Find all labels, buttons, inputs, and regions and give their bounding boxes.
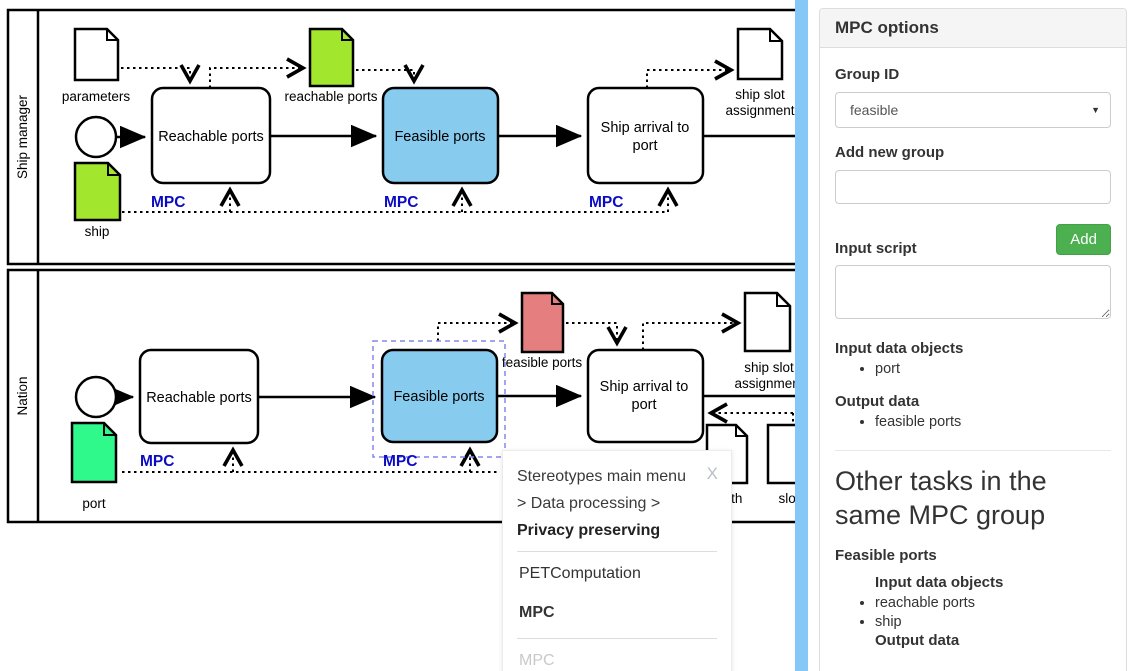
doc-label: assignment [734, 376, 796, 391]
menu-item-mpc[interactable]: MPC [519, 603, 555, 621]
mpc-stereotype-label: MPC [151, 194, 185, 211]
section-divider [835, 450, 1111, 451]
options-sidebar: MPC options Group ID feasible ▼ Add new … [808, 0, 1137, 671]
task-reachable-ports-pool1[interactable]: Reachable ports [150, 86, 272, 185]
diagram-canvas[interactable]: Ship manager [0, 0, 840, 671]
associations-pool1 [121, 57, 735, 213]
mpc-stereotype-label: MPC [140, 453, 174, 470]
list-item: ship [875, 614, 1111, 630]
task-feasible-ports-pool2[interactable]: Feasible ports [380, 348, 499, 444]
breadcrumb-current: Privacy preserving [517, 522, 661, 540]
breadcrumb-root[interactable]: Stereotypes main menu > [517, 468, 686, 513]
other-task-name: Feasible ports [835, 546, 937, 564]
lane-label-ship-manager: Ship manager [15, 94, 30, 179]
task-label: Feasible ports [393, 389, 484, 405]
task-feasible-ports-pool1[interactable]: Feasible ports [381, 86, 500, 185]
doc-ship-slot-assignment-pool2[interactable]: ship slot assignment [734, 291, 804, 391]
output-data-list: feasible ports [835, 414, 1111, 430]
sequence-flows-pool1 [117, 124, 800, 149]
selection-outline [372, 340, 506, 458]
task-ship-arrival-pool1[interactable]: Ship arrival to port [586, 86, 705, 185]
breadcrumb-mid[interactable]: Data processing > [530, 495, 661, 513]
add-group-label: Add new group [835, 144, 945, 161]
breadcrumb: Stereotypes main menu > Data processing … [517, 463, 717, 545]
doc-reachable-ports[interactable]: reachable ports [284, 27, 378, 104]
task-label: Reachable ports [158, 129, 264, 145]
pool-ship-manager: Ship manager [6, 8, 840, 266]
task-label: Feasible ports [394, 129, 485, 145]
stereotype-popup: X Stereotypes main menu > Data processin… [502, 450, 732, 671]
doc-label: ship [85, 224, 110, 239]
new-group-input[interactable] [835, 170, 1111, 204]
other-task-input-label: Input data objects [875, 573, 1004, 591]
input-data-objects-label: Input data objects [835, 340, 964, 357]
input-data-objects-list: port [835, 361, 1111, 377]
add-button[interactable]: Add [1056, 224, 1111, 255]
start-event-pool1[interactable] [74, 115, 118, 159]
doc-port[interactable]: port [70, 421, 118, 511]
panel-title: MPC options [820, 9, 1126, 48]
output-data-label: Output data [835, 393, 920, 410]
lane-label-nation: Nation [15, 376, 30, 415]
close-icon[interactable]: X [706, 464, 718, 483]
task-label: Ship arrival to [600, 379, 689, 395]
doc-label: port [82, 496, 106, 511]
associations-pool2 [122, 312, 794, 473]
input-script-label: Input script [835, 240, 917, 257]
doc-ship[interactable]: ship [73, 161, 122, 239]
chevron-down-icon: ▼ [1091, 105, 1100, 115]
mpc-stereotype-label: MPC [589, 194, 623, 211]
doc-parameters[interactable]: parameters [62, 27, 131, 104]
menu-item-petcomputation[interactable]: PETComputation [519, 564, 641, 582]
start-event-pool2[interactable] [74, 375, 118, 419]
group-id-select[interactable]: feasible ▼ [835, 92, 1111, 128]
task-label: port [632, 397, 657, 413]
other-task-output-label: Output data [875, 631, 960, 649]
group-id-value: feasible [850, 102, 899, 118]
doc-label: feasible ports [502, 355, 583, 370]
sequence-flows-pool2 [108, 384, 800, 409]
task-label: Ship arrival to [601, 120, 690, 136]
list-item: feasible ports [875, 414, 1111, 430]
task-ship-arrival-pool2[interactable]: Ship arrival to port [586, 348, 705, 444]
mpc-options-panel: MPC options Group ID feasible ▼ Add new … [819, 8, 1127, 671]
group-id-label: Group ID [835, 66, 900, 83]
input-script-textarea[interactable] [835, 265, 1111, 319]
other-task-input-list: reachable ports ship [835, 595, 1111, 630]
doc-label: slot [778, 491, 796, 506]
task-reachable-ports-pool2[interactable]: Reachable ports [138, 348, 260, 445]
doc-feasible-ports[interactable]: feasible ports [502, 291, 583, 370]
doc-label: ship slot [744, 360, 794, 375]
doc-label: reachable ports [284, 89, 377, 104]
other-tasks-heading: Other tasks in the same MPC group [835, 466, 1047, 530]
list-item: port [875, 361, 1111, 377]
mpc-stereotype-label: MPC [383, 453, 417, 470]
task-label: Reachable ports [146, 390, 252, 406]
splitter-bar[interactable] [795, 0, 808, 671]
doc-label: parameters [62, 89, 131, 104]
list-item: reachable ports [875, 595, 1111, 611]
doc-label: assignment [725, 103, 794, 118]
task-label: port [633, 138, 658, 154]
menu-item-mpc-disabled: MPC [519, 651, 555, 669]
doc-label: ship slot [735, 87, 785, 102]
doc-ship-slot-assignment-pool1[interactable]: ship slot assignment [725, 27, 795, 118]
mpc-stereotype-label: MPC [384, 194, 418, 211]
